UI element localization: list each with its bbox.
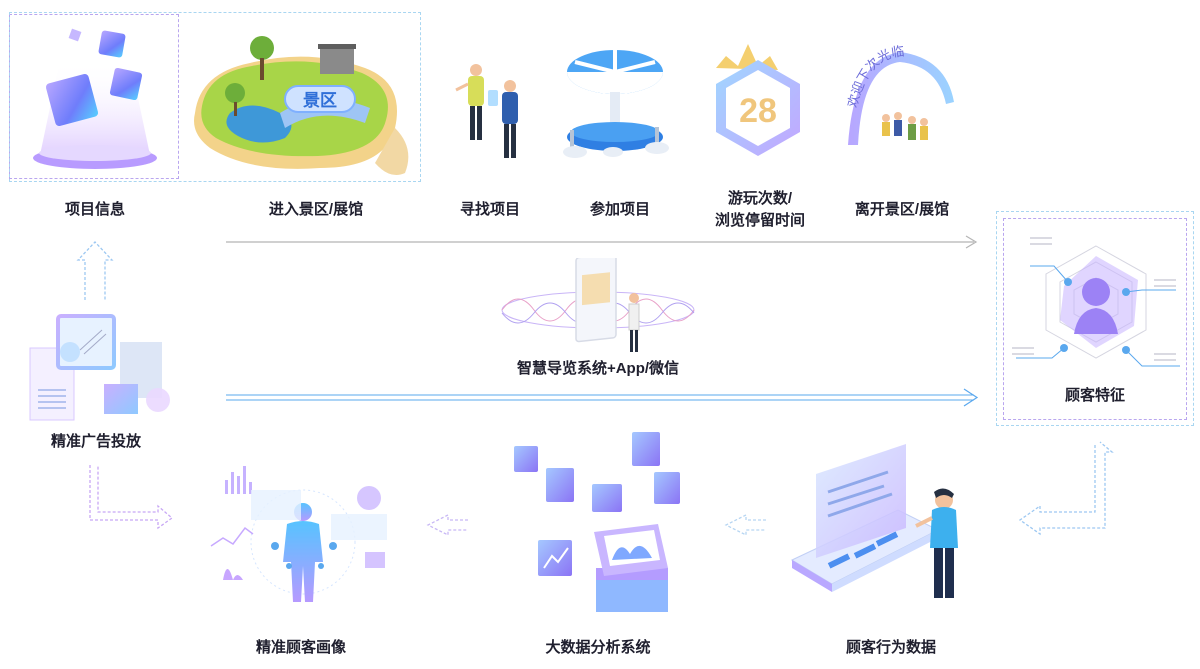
leave-area-label: 离开景区/展馆 xyxy=(854,201,950,218)
join-project-illustration xyxy=(555,42,675,167)
smart-guide-illustration xyxy=(498,253,698,358)
play-count-badge-illustration: 28 xyxy=(708,40,808,165)
join-project-label: 参加项目 xyxy=(589,201,650,218)
find-project-label: 寻找项目 xyxy=(459,201,520,218)
customer-traits-label: 顾客特征 xyxy=(1064,387,1125,404)
customer-portrait-illustration xyxy=(205,462,400,612)
enter-area-label: 进入景区/展馆 xyxy=(268,201,364,218)
ad-delivery-label: 精准广告投放 xyxy=(50,433,141,450)
traits-to-behavior-dashed-arrow xyxy=(1018,441,1114,536)
project-info-illustration xyxy=(20,20,170,175)
smart-guide-label: 智慧导览系统+App/微信 xyxy=(516,360,680,377)
up-dashed-arrow xyxy=(76,241,114,300)
radar-chart-illustration xyxy=(1008,228,1184,374)
leave-area-illustration: 欢迎下次光临 xyxy=(838,40,963,165)
behavior-to-bigdata-arrow xyxy=(724,513,766,537)
customer-traits-inner-frame xyxy=(1003,218,1187,420)
play-count-label-line1: 游玩次数/ xyxy=(727,190,793,207)
big-data-illustration xyxy=(508,428,688,618)
play-count-label-line2: 浏览停留时间 xyxy=(714,212,805,229)
customer-traits-outer-frame xyxy=(996,211,1194,426)
behavior-data-label: 顾客行为数据 xyxy=(845,639,936,656)
top-row-frame xyxy=(9,12,421,182)
find-project-illustration xyxy=(450,60,530,170)
ad-return-dashed-arrow xyxy=(89,465,174,530)
badge-number-text: 28 xyxy=(739,92,777,130)
scenic-area-illustration: 景区 xyxy=(190,18,415,180)
big-data-label: 大数据分析系统 xyxy=(545,639,651,656)
ad-delivery-illustration xyxy=(28,312,176,430)
scenic-sign-text: 景区 xyxy=(303,91,337,110)
customer-portrait-label: 精准顾客画像 xyxy=(255,639,346,656)
bigdata-to-portrait-arrow xyxy=(426,513,468,537)
project-info-label: 项目信息 xyxy=(64,201,125,218)
behavior-data-illustration xyxy=(788,440,978,608)
